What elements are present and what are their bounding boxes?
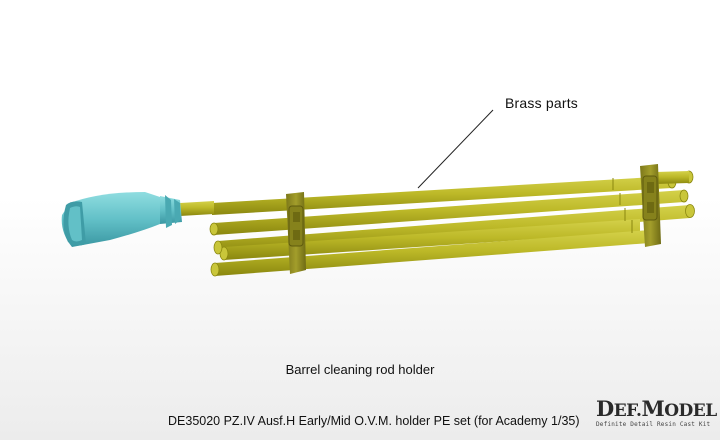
callout-leader-line: [417, 109, 494, 189]
logo-tagline: Definite Detail Resin Cast Kit: [596, 421, 711, 428]
callout-label: Brass parts: [505, 95, 578, 111]
cleaning-brush: [61, 192, 214, 247]
brand-logo: DEF.MODEL Definite Detail Resin Cast Kit: [596, 396, 717, 432]
clamp-right: [640, 164, 661, 247]
logo-wordmark: DEF.MODEL: [596, 396, 717, 421]
product-title: DE35020 PZ.IV Ausf.H Early/Mid O.V.M. ho…: [168, 414, 580, 428]
figure-caption: Barrel cleaning rod holder: [285, 362, 435, 377]
cleaning-rods: [209, 170, 695, 277]
clamp-left: [286, 192, 306, 274]
